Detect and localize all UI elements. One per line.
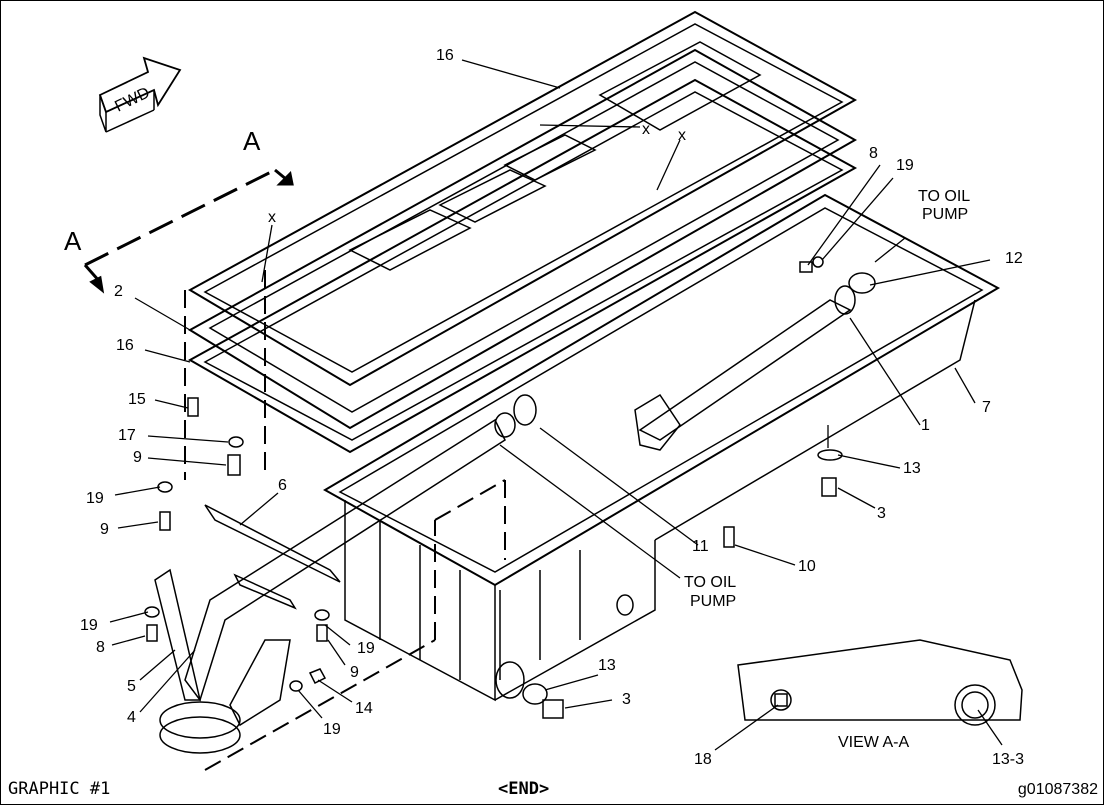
- fwd-label: FWD: [112, 84, 152, 115]
- callout-8-b: 8: [869, 145, 878, 162]
- hidden-lines: [184, 270, 506, 771]
- callout-2: 2: [114, 283, 123, 300]
- callout-1: 1: [921, 417, 930, 434]
- callout-10: 10: [798, 558, 816, 575]
- to-oil-pump-lower-line1: TO OIL: [684, 574, 736, 591]
- callout-6: 6: [278, 477, 287, 494]
- callout-19-b: 19: [80, 617, 98, 634]
- section-letter-top: A: [243, 126, 261, 156]
- callout-9-a: 9: [133, 449, 142, 466]
- callout-11: 11: [692, 538, 709, 555]
- callout-17: 17: [118, 427, 136, 444]
- callout-16-lower: 16: [116, 337, 134, 354]
- callout-4: 4: [127, 709, 136, 726]
- stiffener-plate: [188, 41, 858, 430]
- lower-gasket: [187, 78, 858, 454]
- callout-15: 15: [128, 391, 146, 408]
- callout-19-d: 19: [323, 721, 341, 738]
- end-marker: <END>: [498, 779, 550, 799]
- to-oil-pump-lower-line2: PUMP: [690, 593, 736, 610]
- suction-pipe: [154, 394, 537, 754]
- callout-x-3: x: [678, 127, 686, 144]
- callout-13-3: 13-3: [992, 751, 1024, 768]
- callout-13-b: 13: [598, 657, 616, 674]
- view-a-a-label: VIEW A-A: [838, 734, 909, 751]
- to-oil-pump-upper-line2: PUMP: [922, 206, 968, 223]
- fasteners: [144, 256, 843, 719]
- callout-19-a: 19: [86, 490, 104, 507]
- suction-tube: [634, 272, 876, 451]
- callout-3-b: 3: [622, 691, 631, 708]
- leader-lines: [109, 59, 1003, 751]
- callout-x-2: x: [642, 121, 650, 138]
- callout-5: 5: [127, 678, 136, 695]
- graphic-number: GRAPHIC #1: [8, 779, 111, 799]
- callout-3-a: 3: [877, 505, 886, 522]
- callout-19-c: 19: [357, 640, 375, 657]
- section-letter-bottom: A: [64, 226, 82, 256]
- callout-12: 12: [1005, 250, 1023, 267]
- to-oil-pump-upper-line1: TO OIL: [918, 188, 970, 205]
- callout-7: 7: [982, 399, 991, 416]
- oil-pan: [322, 193, 1001, 702]
- fwd-arrow: [98, 56, 182, 133]
- callout-9-c: 9: [350, 664, 359, 681]
- view-a-a-inset: [737, 639, 1023, 726]
- graphic-id: g01087382: [1017, 781, 1098, 798]
- callout-14: 14: [355, 700, 373, 717]
- callout-16-top: 16: [436, 47, 454, 64]
- callout-9-b: 9: [100, 521, 109, 538]
- callout-x-1: x: [268, 209, 276, 226]
- upper-gasket: [187, 10, 858, 387]
- callout-19-e: 19: [896, 157, 914, 174]
- section-line-a: [83, 168, 294, 294]
- callout-8-a: 8: [96, 639, 105, 656]
- callout-13-a: 13: [903, 460, 921, 477]
- callout-18: 18: [694, 751, 712, 768]
